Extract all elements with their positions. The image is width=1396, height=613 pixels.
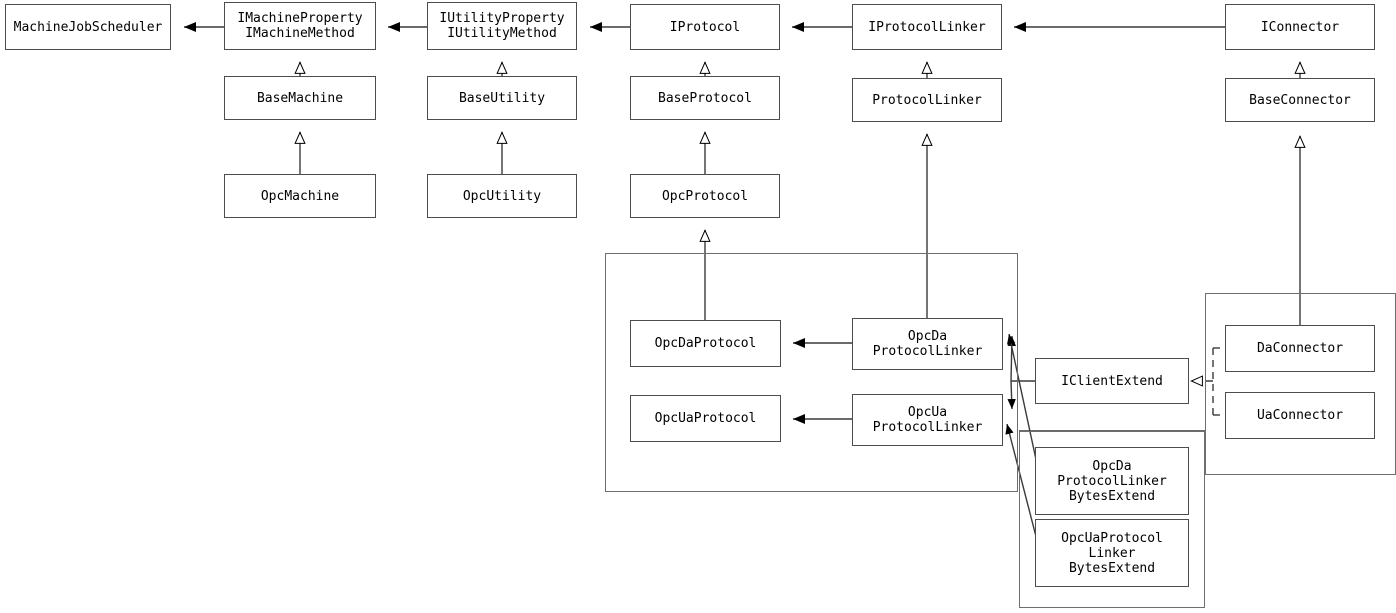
class-opc-utility[interactable]: OpcUtility [427,174,577,218]
class-protocol-linker[interactable]: ProtocolLinker [852,78,1002,122]
class-iutility-property[interactable]: IUtilityProperty IUtilityMethod [427,2,577,50]
class-opc-da-protocol-linker[interactable]: OpcDa ProtocolLinker [852,318,1003,370]
class-base-protocol[interactable]: BaseProtocol [630,76,780,120]
class-base-machine[interactable]: BaseMachine [224,76,376,120]
class-opc-ua-protocol-linker[interactable]: OpcUa ProtocolLinker [852,394,1003,446]
class-opc-da-protocol[interactable]: OpcDaProtocol [630,320,781,367]
class-da-connector[interactable]: DaConnector [1225,325,1375,372]
class-opc-ua-protocol-linker-bytes-extend[interactable]: OpcUaProtocol Linker BytesExtend [1035,519,1189,587]
group-protocol-package [605,253,1018,492]
class-base-connector[interactable]: BaseConnector [1225,78,1375,122]
class-iclient-extend[interactable]: IClientExtend [1035,358,1189,404]
class-opc-protocol[interactable]: OpcProtocol [630,174,780,218]
class-iprotocol[interactable]: IProtocol [630,4,780,50]
class-iconnector[interactable]: IConnector [1225,4,1375,50]
class-machine-job-scheduler[interactable]: MachineJobScheduler [5,4,171,50]
class-base-utility[interactable]: BaseUtility [427,76,577,120]
class-opc-da-protocol-linker-bytes-extend[interactable]: OpcDa ProtocolLinker BytesExtend [1035,447,1189,515]
class-iprotocol-linker[interactable]: IProtocolLinker [852,4,1002,50]
class-ua-connector[interactable]: UaConnector [1225,392,1375,439]
class-opc-ua-protocol[interactable]: OpcUaProtocol [630,395,781,442]
group-connector-package [1205,293,1396,475]
class-imachine-property[interactable]: IMachineProperty IMachineMethod [224,2,376,50]
class-opc-machine[interactable]: OpcMachine [224,174,376,218]
